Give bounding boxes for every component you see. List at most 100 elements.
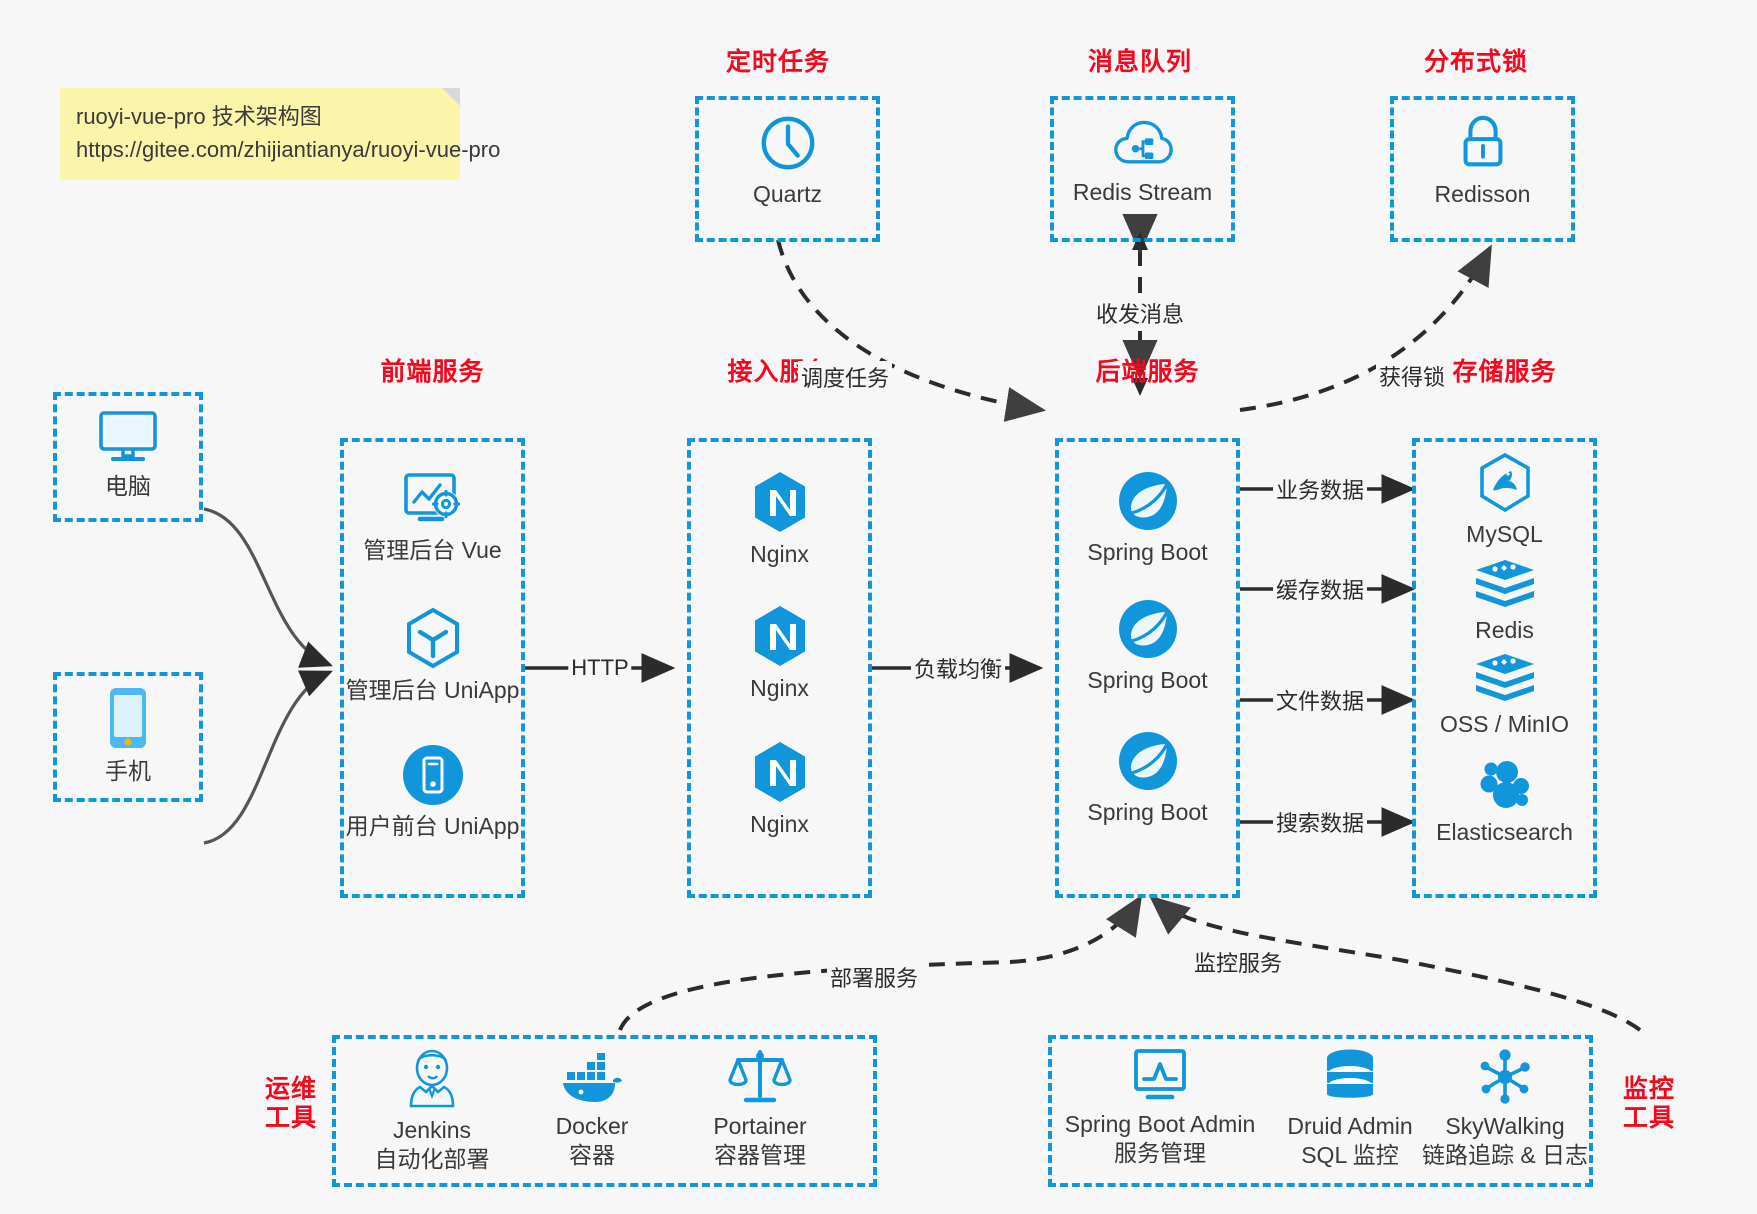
edge-label-business-data: 业务数据: [1272, 473, 1368, 505]
monitor-title-line2: 工具: [1622, 1103, 1675, 1132]
edge-label-monitor-service: 监控服务: [1190, 946, 1286, 978]
node-label: 管理后台 Vue: [363, 537, 502, 563]
node-label: Redis Stream: [1072, 179, 1213, 205]
group-box-phone: [53, 672, 203, 802]
node-phone[interactable]: 手机: [53, 685, 203, 786]
docker-whale-icon: [563, 1053, 622, 1102]
node-sublabel: 容器: [569, 1141, 615, 1168]
group-title-backend: 后端服务: [1095, 358, 1200, 386]
node-label: OSS / MinIO: [1439, 711, 1570, 737]
spring-boot-icon: [1118, 732, 1177, 790]
group-box-backend: [1055, 438, 1240, 898]
node-druid-admin[interactable]: Druid Admin SQL 监控: [1270, 1048, 1430, 1170]
node-label: Spring Boot: [1087, 667, 1208, 693]
node-quartz[interactable]: Quartz: [695, 112, 880, 209]
node-label: Quartz: [752, 181, 823, 207]
node-sublabel: 容器管理: [714, 1141, 806, 1168]
edge-label-send-receive-msg: 收发消息: [1092, 297, 1188, 329]
group-box-monitor: [1048, 1035, 1593, 1187]
node-label: Spring Boot Admin: [1064, 1111, 1256, 1137]
node-nginx-2[interactable]: Nginx: [687, 604, 872, 703]
edge-label-load-balance: 负载均衡: [910, 652, 1006, 684]
node-label: Spring Boot: [1087, 799, 1208, 825]
monitor-title-line1: 监控: [1622, 1075, 1675, 1103]
edge-pc-to-frontend: [203, 507, 333, 668]
node-sublabel: 服务管理: [1114, 1139, 1206, 1166]
node-sublabel: SQL 监控: [1301, 1141, 1399, 1168]
node-label: 电脑: [105, 473, 151, 499]
note-title: ruoyi-vue-pro 技术架构图: [76, 104, 322, 129]
devops-title-line1: 运维: [264, 1075, 317, 1103]
node-label: Docker: [555, 1113, 629, 1139]
skywalking-icon: [1480, 1049, 1530, 1104]
node-label: Jenkins: [393, 1117, 471, 1143]
node-pc[interactable]: 电脑: [53, 408, 203, 501]
spring-boot-icon: [1118, 472, 1177, 530]
node-elasticsearch[interactable]: Elasticsearch: [1412, 756, 1597, 847]
group-title-devops: 运维 工具: [258, 1075, 324, 1133]
node-label: Druid Admin: [1287, 1113, 1413, 1139]
uniapp-cube-icon: [406, 607, 459, 669]
node-sublabel: 链路追踪 & 日志: [1421, 1141, 1589, 1168]
node-oss-minio[interactable]: OSS / MinIO: [1412, 652, 1597, 739]
node-redisson[interactable]: Redisson: [1390, 112, 1575, 209]
group-box-lock: [1390, 96, 1575, 242]
node-label: Nginx: [750, 811, 809, 837]
node-jenkins[interactable]: Jenkins 自动化部署: [352, 1048, 512, 1174]
redis-icon: [1475, 560, 1534, 607]
node-label: Elasticsearch: [1436, 819, 1573, 845]
node-spring-boot-3[interactable]: Spring Boot: [1055, 730, 1240, 827]
nginx-icon: [754, 472, 805, 532]
monitor-chart-icon: [1134, 1049, 1186, 1100]
nginx-icon: [754, 606, 805, 666]
edge-label-http: HTTP: [568, 655, 632, 681]
node-portainer[interactable]: Portainer 容器管理: [675, 1048, 845, 1170]
portainer-scale-icon: [728, 1050, 792, 1103]
group-box-frontend: [340, 438, 525, 898]
node-redis-stream[interactable]: Redis Stream: [1050, 116, 1235, 207]
node-nginx-3[interactable]: Nginx: [687, 740, 872, 839]
node-label: Redisson: [1434, 181, 1531, 207]
node-spring-boot-admin[interactable]: Spring Boot Admin 服务管理: [1060, 1048, 1260, 1168]
node-label: Nginx: [750, 675, 809, 701]
node-nginx-1[interactable]: Nginx: [687, 470, 872, 569]
group-box-devops: [332, 1035, 877, 1187]
group-title-mq: 消息队列: [1087, 48, 1192, 76]
group-title-lock: 分布式锁: [1423, 48, 1528, 76]
diagram-note: ruoyi-vue-pro 技术架构图 https://gitee.com/zh…: [60, 88, 501, 180]
edge-label-schedule-task: 调度任务: [797, 361, 893, 393]
nginx-icon: [754, 742, 805, 802]
database-icon: [1327, 1049, 1373, 1098]
node-admin-vue[interactable]: 管理后台 Vue: [340, 470, 525, 565]
group-box-scheduler: [695, 96, 880, 242]
node-docker[interactable]: Docker 容器: [512, 1052, 672, 1170]
mobile-app-icon: [402, 745, 463, 805]
group-box-pc: [53, 392, 203, 522]
node-mysql[interactable]: MySQL: [1412, 452, 1597, 549]
edge-label-search-data: 搜索数据: [1272, 806, 1368, 838]
edge-label-cache-data: 缓存数据: [1272, 573, 1368, 605]
group-title-monitor: 监控 工具: [1616, 1075, 1682, 1133]
node-label: Portainer: [713, 1113, 807, 1139]
mysql-icon: [1479, 452, 1530, 513]
edge-label-file-data: 文件数据: [1272, 684, 1368, 716]
node-label: Spring Boot: [1087, 539, 1208, 565]
lock-icon: [1463, 115, 1502, 167]
group-title-frontend: 前端服务: [380, 358, 485, 386]
note-fold-corner: [442, 88, 460, 106]
node-user-uniapp[interactable]: 用户前台 UniApp: [340, 744, 525, 841]
group-title-storage: 存储服务: [1452, 358, 1557, 386]
node-label: 用户前台 UniApp: [345, 813, 520, 839]
node-redis[interactable]: Redis: [1412, 558, 1597, 645]
node-spring-boot-1[interactable]: Spring Boot: [1055, 470, 1240, 567]
dashboard-gear-icon: [403, 473, 460, 522]
smartphone-icon: [110, 688, 146, 748]
node-admin-uniapp[interactable]: 管理后台 UniApp: [340, 606, 525, 705]
node-spring-boot-2[interactable]: Spring Boot: [1055, 598, 1240, 695]
devops-title-line2: 工具: [264, 1103, 317, 1132]
note-url: https://gitee.com/zhijiantianya/ruoyi-vu…: [76, 137, 501, 162]
elasticsearch-icon: [1480, 761, 1529, 808]
node-skywalking[interactable]: SkyWalking 链路追踪 & 日志: [1415, 1048, 1595, 1170]
node-label: SkyWalking: [1445, 1113, 1565, 1139]
